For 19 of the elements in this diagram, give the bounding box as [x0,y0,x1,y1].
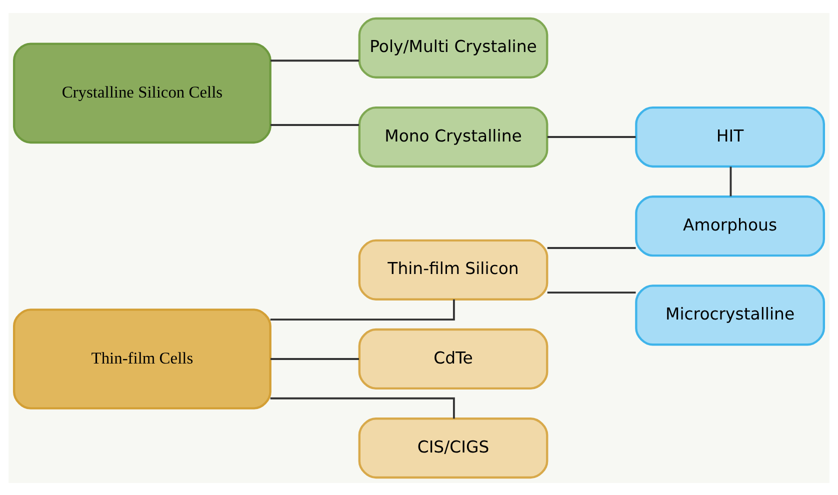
connector [547,291,636,293]
node-box: CdTe [358,328,548,390]
node-box: Mono Crystalline [358,106,548,168]
connector [270,358,359,360]
connector [547,246,636,248]
connector [270,59,359,62]
node-box: Microcrystalline [635,284,825,346]
connector [270,124,359,126]
connector [730,166,732,196]
connector [270,298,455,320]
connector [270,396,455,418]
node-box: Poly/Multi Crystaline [358,16,548,78]
node-box: Crystalline Silicon Cells [13,42,272,144]
node-box: Thin-film Cells [13,308,272,409]
node-box: Amorphous [635,195,825,256]
connector [547,136,636,138]
node-box: HIT [635,106,825,168]
node-box: CIS/CIGS [358,417,548,478]
node-box: Thin-film Silicon [358,238,548,300]
